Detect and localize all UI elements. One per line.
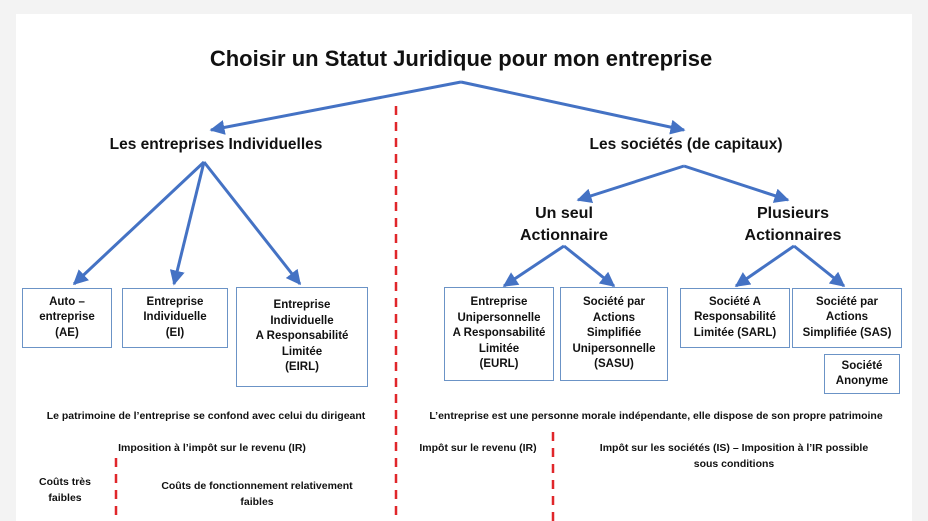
connectors-layer: [72, 80, 846, 521]
box-ae: Auto – entreprise (AE): [22, 288, 112, 348]
arrow-to-eirl: [202, 161, 302, 286]
patrimoine-note: Le patrimoine de l’entreprise se confond…: [46, 410, 366, 422]
arrow-to-plusieurs: [683, 164, 790, 203]
individuelles-heading: Les entreprises Individuelles: [109, 136, 323, 153]
box-sa: Société Anonyme: [824, 354, 900, 394]
impot-is-note: Impôt sur les sociétés (IS) – Imposition…: [599, 442, 869, 470]
arrow-title-to-individuelles: [209, 80, 462, 135]
box-sarl: Société A Responsabilité Limitée (SARL): [680, 288, 790, 348]
societes-heading: Les sociétés (de capitaux): [589, 136, 783, 153]
arrow-title-to-societes: [460, 80, 686, 135]
box-sas: Société par Actions Simplifiée (SAS): [792, 288, 902, 348]
arrow-to-sarl: [734, 244, 795, 288]
arrow-to-ei: [169, 161, 206, 286]
diagram-canvas: Choisir un Statut Juridique pour mon ent…: [16, 14, 912, 521]
arrow-to-sasu: [563, 244, 616, 288]
box-ei: Entreprise Individuelle (EI): [122, 288, 228, 348]
arrow-to-ae: [72, 160, 206, 286]
imposition-ir-note: Imposition à l’impôt sur le revenu (IR): [118, 442, 306, 454]
un-seul-actionnaire-heading: Un seul Actionnaire: [519, 205, 608, 244]
box-eurl: Entreprise Unipersonnelle A Responsabili…: [444, 287, 554, 381]
impot-ir-note: Impôt sur le revenu (IR): [419, 442, 537, 454]
personne-morale-note: L’entreprise est une personne morale ind…: [429, 410, 883, 422]
arrow-to-un-seul: [576, 164, 685, 204]
plusieurs-actionnaires-heading: Plusieurs Actionnaires: [744, 205, 842, 244]
box-eirl: Entreprise Individuelle A Responsabilité…: [236, 287, 368, 387]
arrow-to-sas: [793, 244, 846, 288]
couts-fonctionnement-note: Coûts de fonctionnement relativement fai…: [161, 480, 353, 508]
page-title: Choisir un Statut Juridique pour mon ent…: [209, 46, 713, 71]
couts-tres-faibles-note: Coûts très faibles: [39, 476, 91, 504]
box-sasu: Société par Actions Simplifiée Uniperson…: [560, 287, 668, 381]
arrow-to-eurl: [502, 244, 565, 288]
